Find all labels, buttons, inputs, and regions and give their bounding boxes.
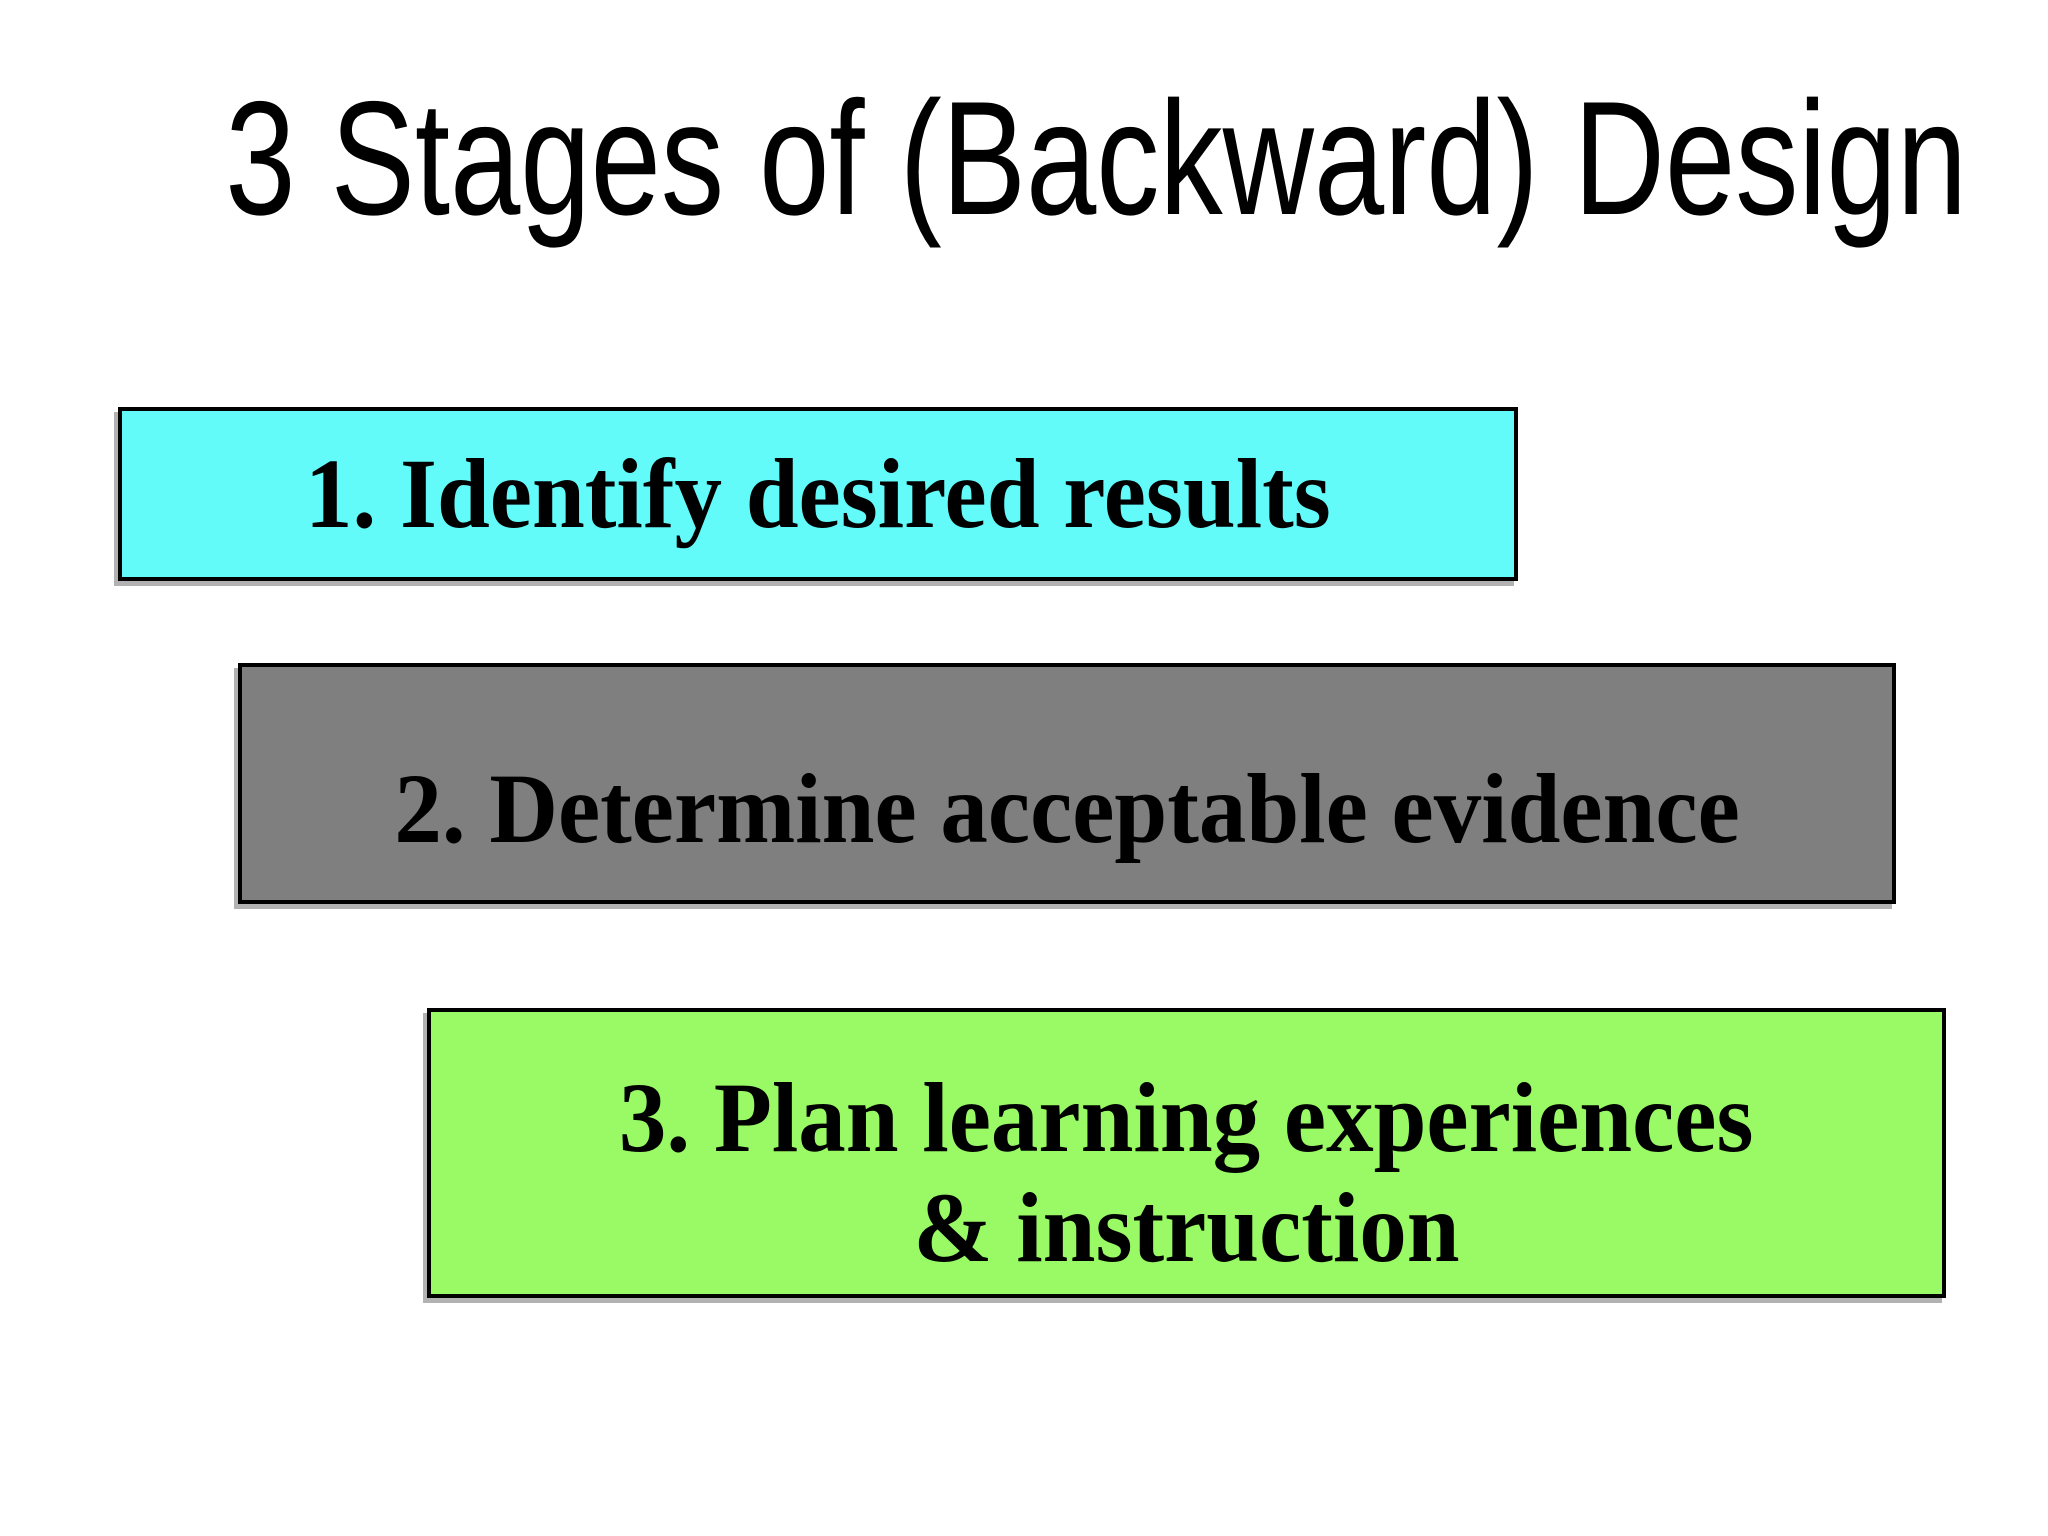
- stage-1-label: 1. Identify desired results: [305, 438, 1331, 549]
- stage-2-label: 2. Determine acceptable evidence: [394, 752, 1740, 864]
- stage-box-determine-acceptable-evidence: 2. Determine acceptable evidence: [238, 663, 1896, 904]
- stage-3-label-line-2: & instruction: [913, 1172, 1460, 1283]
- stage-box-plan-learning-experiences: 3. Plan learning experiences & instructi…: [427, 1008, 1946, 1298]
- stage-box-identify-desired-results: 1. Identify desired results: [118, 407, 1518, 581]
- stage-3-label-line-1: 3. Plan learning experiences: [619, 1062, 1754, 1173]
- slide-title: 3 Stages of (Backward) Design: [225, 68, 1968, 249]
